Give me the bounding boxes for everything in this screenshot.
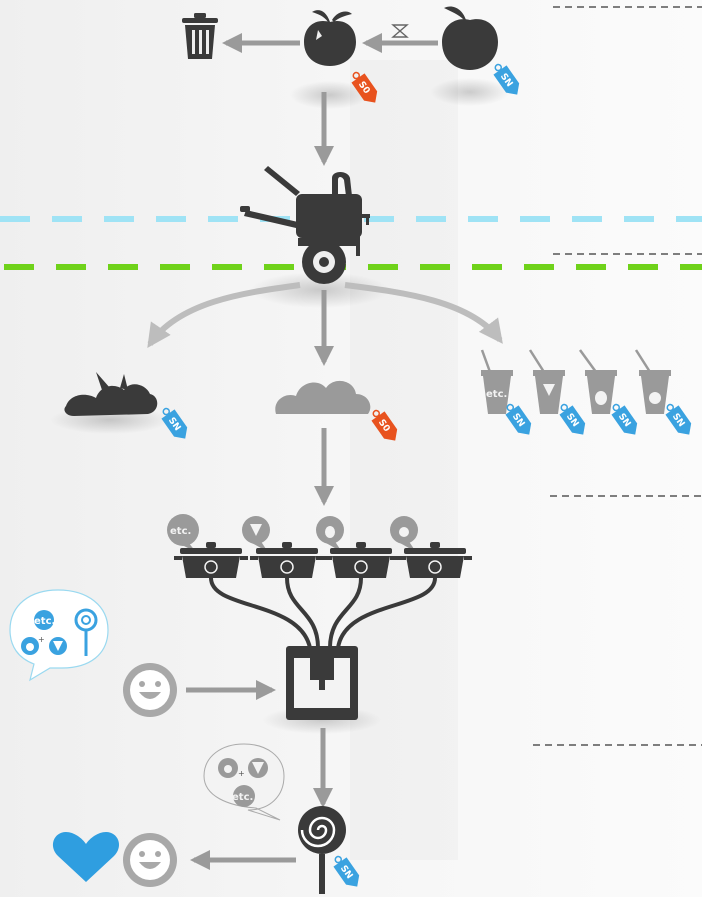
svg-text:+: + <box>38 635 45 644</box>
pot-4 <box>398 542 472 578</box>
tag-sn-2: SN <box>161 407 188 439</box>
juice-cup-apple <box>634 349 671 414</box>
trash-icon <box>182 13 218 59</box>
pot-bubble-grape <box>242 516 270 552</box>
tag-sn-7: SN <box>333 855 360 887</box>
etc-label: etc. <box>486 389 507 400</box>
lollipop-icon <box>298 806 346 894</box>
apple-icon <box>649 392 661 404</box>
arrow-to-pulp <box>147 282 301 348</box>
juice-cup-etc: etc. <box>480 349 513 414</box>
tag-s0-1: S0 <box>351 71 378 103</box>
juicer-machine-icon <box>240 166 370 284</box>
pot-1 <box>174 542 248 578</box>
tag-sn-5: SN <box>611 403 638 435</box>
pot-2 <box>250 542 324 578</box>
etc-label: etc. <box>34 616 55 627</box>
tag-sn-3: SN <box>505 403 532 435</box>
grape-icon <box>543 384 555 396</box>
cooking-pots: etc. <box>167 514 472 649</box>
tag-sn-1: SN <box>493 63 520 95</box>
arrow-to-juices <box>344 282 503 344</box>
etc-label: etc. <box>232 792 253 803</box>
pear-icon <box>595 391 607 405</box>
smiley-happy-icon <box>123 833 177 887</box>
svg-text:+: + <box>238 769 245 778</box>
pot-3 <box>324 542 398 578</box>
tag-sn-6: SN <box>665 403 692 435</box>
candy-machine-icon <box>286 646 358 720</box>
tag-s0-2: S0 <box>371 409 398 441</box>
output-bubble: + etc. <box>203 743 285 821</box>
hourglass-icon <box>391 24 409 38</box>
pulp-pile-icon <box>64 372 158 416</box>
section-separators <box>533 6 702 746</box>
customer-request-bubble: etc. + <box>9 589 109 682</box>
juice-cup-grape <box>528 349 565 414</box>
puree-cloud-icon <box>275 380 371 414</box>
tag-sn-4: SN <box>559 403 586 435</box>
apple-sn-icon <box>442 6 498 70</box>
etc-label: etc. <box>170 526 191 537</box>
pipes <box>209 577 437 649</box>
apple-s0-icon <box>304 10 356 66</box>
juice-cup-pear <box>578 349 617 414</box>
smiley-customer-icon <box>123 663 177 717</box>
heart-icon <box>52 832 120 882</box>
center-band <box>350 60 458 860</box>
juice-cups: etc. SN SN SN <box>480 349 692 435</box>
